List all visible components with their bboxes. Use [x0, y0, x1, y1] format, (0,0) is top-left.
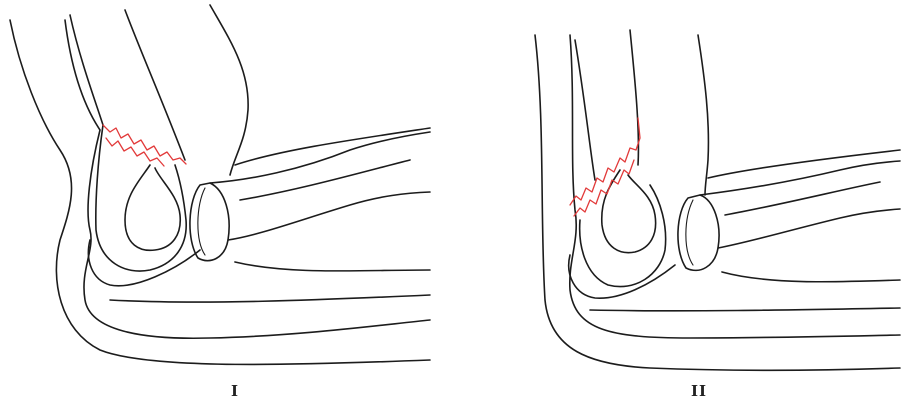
forearm-mid	[240, 160, 410, 200]
arm-outer-contour	[535, 35, 900, 370]
olecranon-fossa	[602, 170, 656, 253]
fracture-line-2	[106, 138, 164, 166]
panel-i	[0, 0, 450, 405]
fracture-line-2	[574, 160, 634, 216]
radial-head-rim	[686, 200, 693, 265]
humerus-shaft-right	[125, 10, 185, 160]
radial-head-rim	[198, 188, 205, 255]
figure-label-ii: II	[669, 382, 729, 400]
forearm-mid	[725, 182, 880, 215]
radial-head	[190, 183, 229, 261]
elbow-drawing-ii	[450, 0, 908, 405]
radial-head	[678, 195, 719, 270]
olecranon	[569, 255, 675, 298]
panel-ii	[450, 0, 908, 405]
elbow-drawing-i	[0, 0, 450, 405]
ulna-line	[722, 272, 900, 282]
radius-upper	[700, 161, 900, 195]
olecranon	[88, 240, 200, 286]
ulna-line	[235, 262, 430, 271]
upper-arm-skin	[210, 5, 248, 175]
arm-inner-contour	[570, 35, 900, 338]
radius-lower	[228, 192, 430, 240]
forearm-skin-top	[235, 128, 430, 165]
humerus-shaft-left	[575, 40, 595, 180]
forearm-lower	[110, 295, 430, 302]
forearm-lower	[590, 308, 900, 311]
upper-arm-skin	[698, 35, 708, 195]
olecranon-fossa	[125, 165, 180, 250]
figure-label-i: I	[205, 382, 265, 400]
radius-lower	[718, 209, 900, 248]
